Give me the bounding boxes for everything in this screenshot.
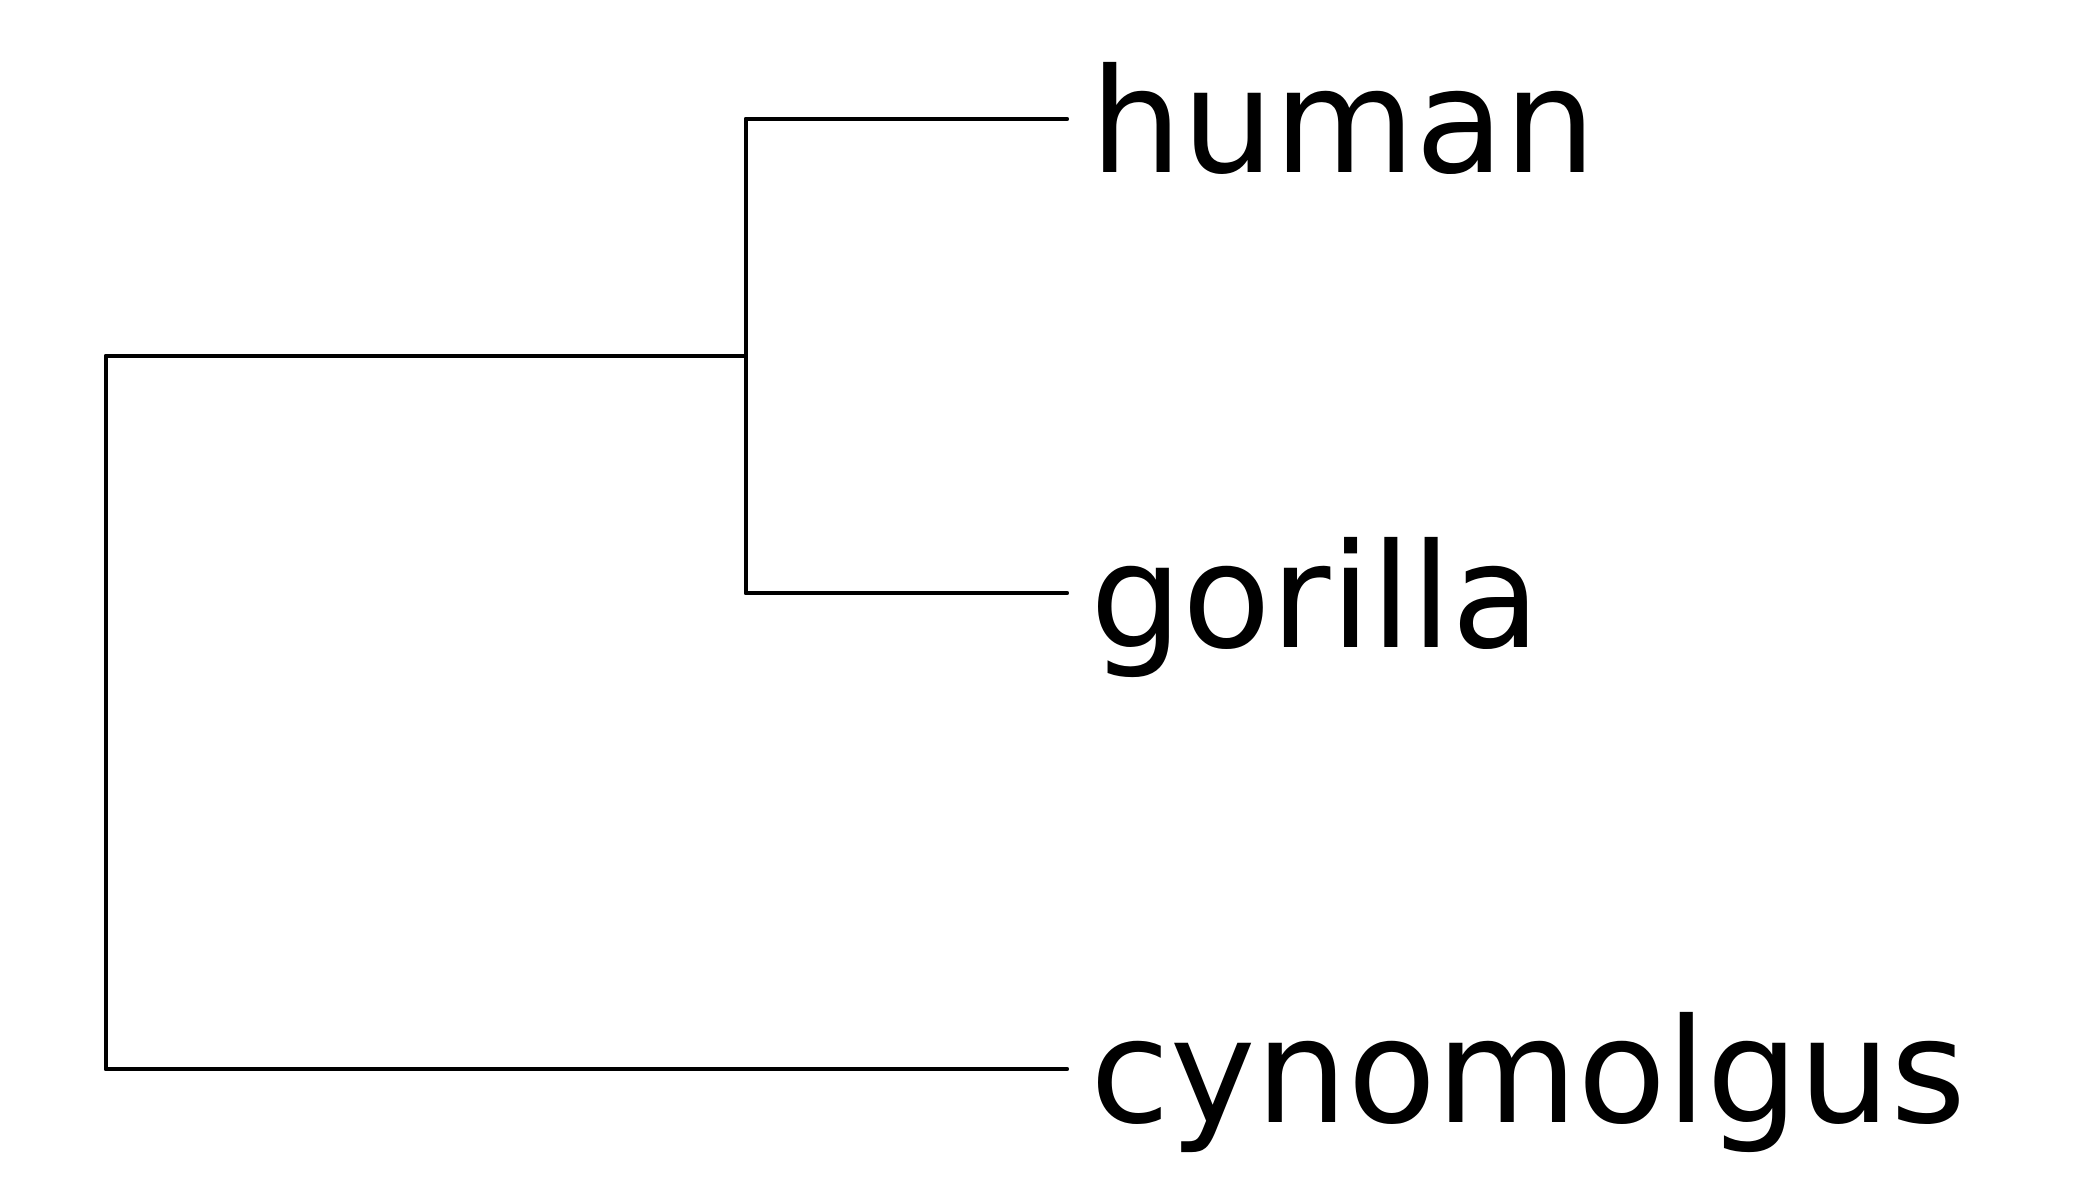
leaf-label-gorilla: gorilla	[1090, 513, 1540, 682]
leaf-label-cynomolgus: cynomolgus	[1090, 988, 1966, 1157]
leaf-label-human: human	[1090, 38, 1596, 207]
